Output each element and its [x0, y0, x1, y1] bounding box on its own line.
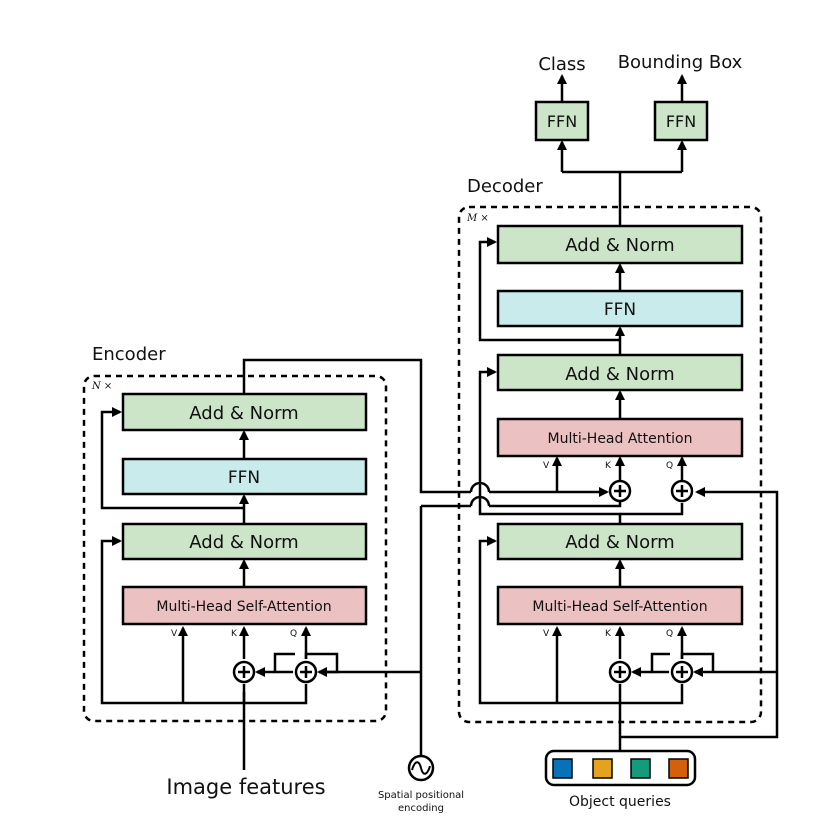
object-queries-box: [544, 749, 697, 787]
decoder-residual-3: [478, 237, 620, 342]
class-output-label: Class: [538, 54, 585, 75]
encoder-q-plus-node: [294, 660, 318, 684]
class-ffn: [534, 100, 590, 142]
decoder-dashed-block: [457, 205, 763, 724]
decoder-title: Decoder: [467, 176, 543, 197]
decoder-ffn-label: FFN: [604, 300, 636, 320]
decoder-add-norm-mid-label: Add & Norm: [565, 364, 674, 385]
encoder-repeat-label: N ×: [91, 381, 112, 392]
encoder-pos-branch: [273, 652, 295, 674]
decoder-add-norm-top: [496, 224, 744, 265]
decoder-add-norm-bottom: [496, 522, 744, 561]
encoder-k-label: K: [231, 629, 238, 639]
bbox-ffn: [653, 100, 709, 142]
encoder-add-norm-bottom: [121, 522, 368, 561]
query-token-red: [668, 758, 689, 779]
encoder-residual-1: [100, 536, 246, 705]
query-token-orange: [592, 758, 613, 779]
encoder-memory-line: [242, 358, 471, 494]
decoder-self-q-plus-node: [670, 660, 694, 684]
image-features-label: Image features: [166, 775, 325, 799]
encoder-q-label: Q: [290, 629, 297, 639]
bbox-output-label: Bounding Box: [618, 52, 743, 73]
decoder-q-loop: [680, 652, 715, 672]
encoder-add-norm-top: [121, 392, 368, 432]
encoder-self-attention: [121, 585, 368, 626]
decoder-self-q-input: [620, 684, 684, 705]
decoder-self-k-label: K: [605, 629, 612, 639]
decoder-self-attention: [496, 585, 744, 626]
decoder-cross-k-label: K: [605, 461, 612, 471]
decoder-self-attention-label: Multi-Head Self-Attention: [532, 599, 707, 615]
class-ffn-label: FFN: [547, 112, 577, 131]
decoder-self-q-label: Q: [666, 629, 673, 639]
encoder-q-input: [244, 684, 308, 705]
decoder-cross-v-label: V: [543, 461, 550, 471]
decoder-residual-1: [478, 536, 620, 705]
encoder-k-plus-node: [232, 660, 256, 684]
object-queries-label: Object queries: [569, 794, 671, 810]
decoder-cross-q-label: Q: [666, 461, 673, 471]
decoder-cross-q-plus-node: [670, 479, 694, 503]
query-token-blue: [552, 758, 573, 779]
decoder-residual-2: [478, 367, 622, 524]
spatial-encoding-label-line1: Spatial positional: [378, 790, 464, 801]
decoder-cross-k-plus-node: [608, 479, 632, 503]
encoder-v-label: V: [171, 629, 178, 639]
query-token-green: [630, 758, 651, 779]
decoder-self-k-plus-node: [608, 660, 632, 684]
decoder-cross-attention: [496, 417, 744, 458]
decoder-repeat-label: M ×: [466, 213, 489, 224]
bbox-ffn-label: FFN: [666, 112, 696, 131]
encoder-title: Encoder: [92, 344, 166, 365]
decoder-k-branch: [650, 652, 670, 674]
decoder-add-norm-bottom-label: Add & Norm: [565, 532, 674, 553]
encoder-pos-loop: [304, 652, 339, 674]
pos-to-k-plus: [489, 499, 622, 508]
decoder-add-norm-mid: [496, 353, 744, 392]
encoder-ffn: [121, 457, 368, 496]
spatial-encoding-label-line2: encoding: [398, 803, 444, 814]
encoder-add-norm-top-label: Add & Norm: [189, 403, 298, 424]
encoder-add-norm-bottom-label: Add & Norm: [189, 532, 298, 553]
decoder-ffn: [496, 289, 744, 328]
encoder-residual-2: [100, 407, 244, 510]
queries-to-cross-q: [620, 487, 779, 739]
decoder-add-norm-top-label: Add & Norm: [565, 235, 674, 256]
encoder-ffn-label: FFN: [228, 468, 260, 488]
encoder-self-attention-label: Multi-Head Self-Attention: [156, 599, 331, 615]
sine-wave-icon: [407, 754, 435, 782]
decoder-cross-attention-label: Multi-Head Attention: [548, 431, 693, 447]
addnorm-to-cross-q: [620, 503, 684, 516]
decoder-self-v-label: V: [543, 629, 550, 639]
